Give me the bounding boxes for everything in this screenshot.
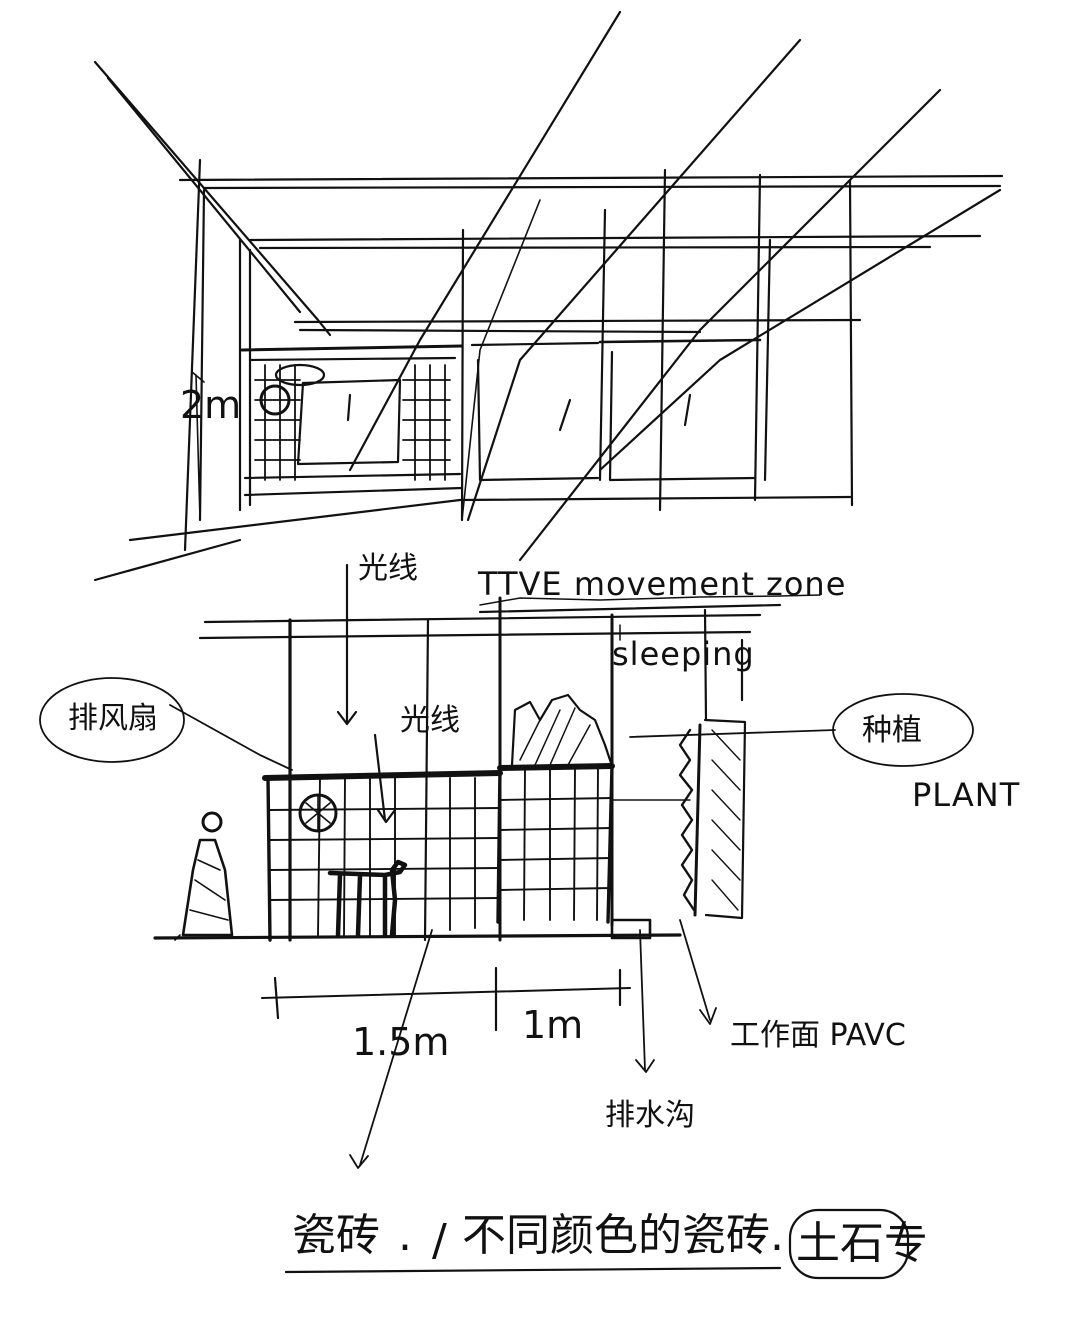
materials-underline	[286, 1210, 908, 1278]
elevation-sketch	[40, 565, 973, 1168]
perspective-sketch	[95, 12, 1002, 580]
planting-label: 种植	[862, 713, 922, 748]
movement-zone-label: TTVE movement zone	[477, 565, 846, 603]
dim-left-label: 1.5m	[352, 1020, 449, 1064]
light-label-top: 光线	[358, 551, 418, 586]
material-slash: /	[432, 1215, 447, 1266]
exhaust-fan-label: 排风扇	[68, 701, 158, 736]
work-surface-label: 工作面 PAVC	[730, 1018, 906, 1053]
dim-height-label: 2m	[180, 383, 241, 427]
light-label-mid: 光线	[400, 703, 460, 738]
labels: 2m 光线 TTVE movement zone sleeping 排风扇 光线…	[68, 383, 1020, 1269]
material-tile-label: 瓷砖	[292, 1210, 380, 1261]
material-brick-label: 土石专	[796, 1218, 928, 1269]
material-colored-tile-label: 不同颜色的瓷砖	[462, 1210, 770, 1261]
dim-right-label: 1m	[522, 1003, 583, 1047]
ink-strokes	[40, 12, 1002, 1278]
plant-label: PLANT	[912, 776, 1020, 814]
drain-label: 排水沟	[605, 1098, 695, 1133]
material-sep-2: .	[770, 1210, 784, 1261]
material-sep-1: .	[398, 1210, 412, 1261]
sleeping-label: sleeping	[612, 635, 755, 673]
